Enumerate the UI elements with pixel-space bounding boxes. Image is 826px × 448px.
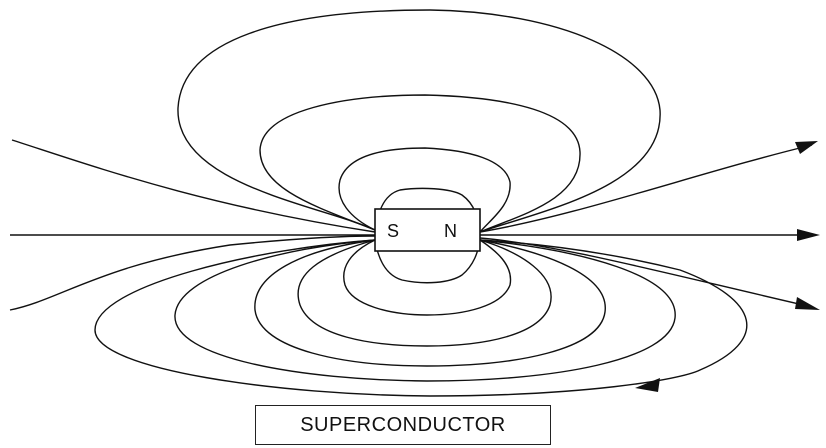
field-loop-lower-fourth — [254, 239, 606, 367]
field-loop-lower-fifth — [174, 239, 676, 382]
field-loop-upper-outer — [177, 9, 661, 233]
field-loop-upper-middle — [259, 94, 581, 233]
field-line-left-upper — [11, 139, 376, 233]
south-pole-label: S — [387, 221, 399, 241]
field-loop-lower-small — [374, 239, 481, 284]
north-pole-label: N — [444, 221, 457, 241]
field-loop-lower-middle — [297, 239, 552, 347]
superconductor-label: SUPERCONDUCTOR — [300, 413, 506, 436]
superconductor-box: SUPERCONDUCTOR — [255, 405, 551, 445]
field-loop-lower-outer — [94, 239, 748, 397]
field-line-right-lower — [479, 237, 813, 308]
field-loop-upper-inner — [338, 147, 511, 233]
field-line-left-lower — [9, 235, 376, 311]
field-line-right-upper — [479, 144, 813, 233]
field-loop-lower-inner — [343, 239, 512, 316]
magnet — [374, 208, 481, 252]
arrow-bottom-left — [635, 378, 660, 392]
arrow-right-center — [797, 229, 820, 241]
arrow-right-upper — [795, 141, 818, 154]
arrow-right-lower — [795, 297, 820, 310]
